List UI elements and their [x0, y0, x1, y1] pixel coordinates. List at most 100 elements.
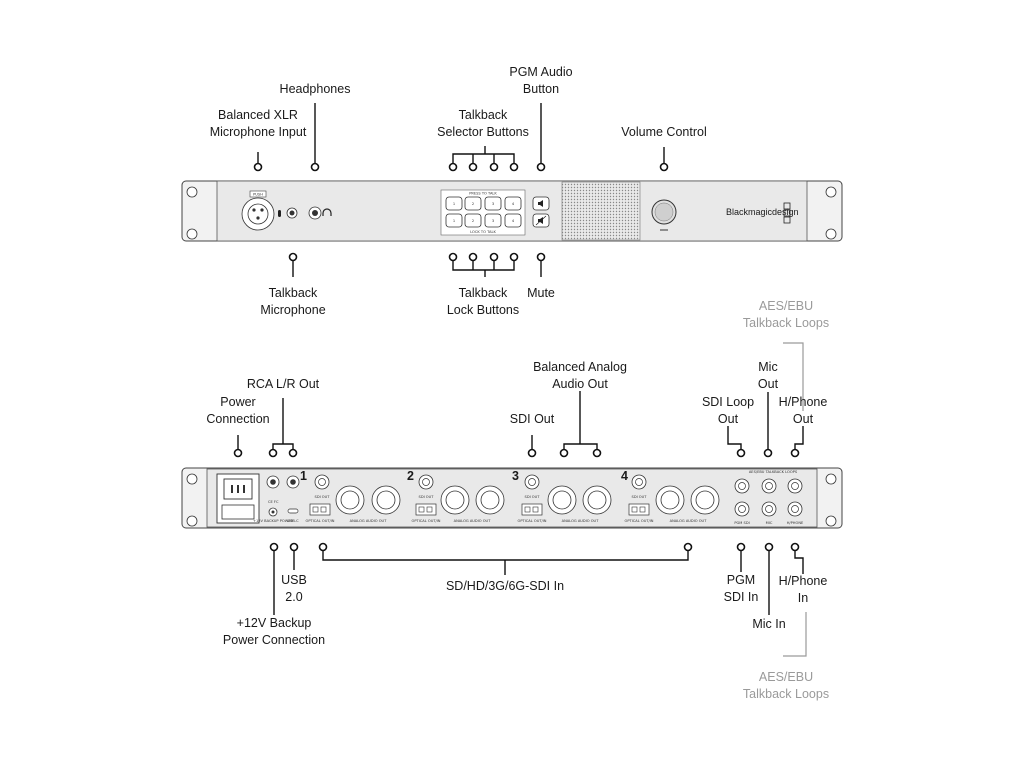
channel-4: 4 SDI OUT OPTICAL OUT/IN ANALOG AUDIO OU… [621, 469, 720, 523]
talkback-selector-button-4[interactable]: 4 [504, 196, 522, 211]
label-talkback-mic-1: Talkback [269, 286, 318, 300]
label-usb-1: USB [281, 573, 307, 587]
label-balanced-xlr-2: Microphone Input [210, 125, 307, 139]
label-volume-control: Volume Control [621, 125, 706, 139]
label-balanced-xlr-1: Balanced XLR [218, 108, 298, 122]
label-mic-out-1: Mic [758, 360, 777, 374]
label-talkback-lock-1: Talkback [459, 286, 508, 300]
talkback-lock-button-2-number: 2 [472, 219, 474, 223]
label-talkback-selector-1: Talkback [459, 108, 508, 122]
talkback-selector-button-2[interactable]: 2 [464, 196, 482, 211]
volume-knob[interactable] [651, 199, 677, 231]
label-aes-top-1: AES/EBU [759, 299, 813, 313]
channel-3-sdi-out-tag: SDI OUT [525, 495, 541, 499]
brand-name: Blackmagicdesign [726, 207, 799, 217]
talkback-selector-button-3[interactable]: 3 [484, 196, 502, 211]
label-aes-bottom-2: Talkback Loops [743, 687, 829, 701]
channel-1-sdi-out-tag: SDI OUT [315, 495, 331, 499]
channel-3-analog-tag: ANALOG AUDIO OUT [562, 519, 600, 523]
label-pgm-audio-2: Button [523, 82, 559, 96]
label-aes-bottom-1: AES/EBU [759, 670, 813, 684]
rear-callout-lines [237, 391, 804, 615]
talkback-selector-button-1[interactable]: 1 [445, 196, 463, 211]
channel-3-number: 3 [512, 469, 519, 483]
label-mute: Mute [527, 286, 555, 300]
talkback-lock-button-4[interactable]: 4 [504, 213, 522, 228]
press-to-talk-label: PRESS TO TALK [469, 192, 497, 196]
talkback-lock-button-1[interactable]: 1 [445, 213, 463, 228]
channel-1-optical-tag: OPTICAL OUT/IN [306, 519, 335, 523]
brand-logo: Blackmagicdesign [726, 202, 799, 224]
channel-2-sdi-out-tag: SDI OUT [419, 495, 435, 499]
front-callout-dots [253, 162, 669, 262]
talkback-lock-button-3[interactable]: 3 [484, 213, 502, 228]
label-talkback-mic-2: Microphone [260, 303, 325, 317]
label-mic-in: Mic In [752, 617, 785, 631]
label-sdi-loop-2: Out [718, 412, 739, 426]
label-power-2: Connection [206, 412, 269, 426]
headphone-jack [308, 206, 322, 220]
channel-2-number: 2 [407, 469, 414, 483]
usb-port: USB-C [287, 508, 299, 523]
label-power-1: Power [220, 395, 255, 409]
talkback-tag: AES/EBU TALKBACK LOOPS [749, 470, 798, 474]
label-hphone-in-1: H/Phone [779, 574, 828, 588]
label-hphone-out-1: H/Phone [779, 395, 828, 409]
usb-tag: USB-C [287, 519, 299, 523]
channel-1-number: 1 [300, 469, 307, 483]
talkback-selector-button-3-number: 3 [492, 202, 494, 206]
talkback-lock-button-1-number: 1 [453, 219, 455, 223]
label-backup-2: Power Connection [223, 633, 325, 647]
label-balanced-analog-2: Audio Out [552, 377, 608, 391]
speaker-icon [538, 200, 543, 207]
channel-3: 3 SDI OUT OPTICAL OUT/IN ANALOG AUDIO OU… [512, 469, 612, 523]
label-pgm-sdi-1: PGM [727, 573, 755, 587]
channel-4-analog-tag: ANALOG AUDIO OUT [670, 519, 708, 523]
xlr-input-connector: PUSH [241, 190, 275, 231]
channel-3-optical-tag: OPTICAL OUT/IN [518, 519, 547, 523]
talkback-selector-button-1-number: 1 [453, 202, 455, 206]
pgm-tag: PGM SDI [734, 521, 749, 525]
label-headphones: Headphones [280, 82, 351, 96]
headphones-icon [322, 208, 332, 216]
talkback-selector-button-4-number: 4 [512, 202, 515, 206]
label-aes-top-2: Talkback Loops [743, 316, 829, 330]
rca-out-right [286, 475, 300, 489]
front-callout-lines [257, 103, 665, 277]
cert-marks: CE FC [268, 500, 279, 504]
label-talkback-selector-2: Selector Buttons [437, 125, 529, 139]
label-talkback-lock-2: Lock Buttons [447, 303, 519, 317]
label-hphone-in-2: In [798, 591, 808, 605]
label-pgm-sdi-2: SDI In [724, 590, 759, 604]
label-sdi-loop-1: SDI Loop [702, 395, 754, 409]
channel-2-analog-tag: ANALOG AUDIO OUT [454, 519, 492, 523]
channel-1-analog-tag: ANALOG AUDIO OUT [350, 519, 388, 523]
label-pgm-audio-1: PGM Audio [509, 65, 572, 79]
rca-out-left [266, 475, 280, 489]
channel-2: 2 SDI OUT OPTICAL OUT/IN ANALOG AUDIO OU… [407, 469, 505, 523]
pgm-audio-button[interactable] [532, 196, 550, 211]
talkback-lock-button-4-number: 4 [512, 219, 515, 223]
channel-4-sdi-out-tag: SDI OUT [632, 495, 648, 499]
mute-button[interactable] [532, 213, 550, 228]
talkback-microphone [286, 207, 298, 219]
label-balanced-analog-1: Balanced Analog [533, 360, 627, 374]
aes-talkback-block: AES/EBU TALKBACK LOOPS PGM SDI MIC H/PHO… [734, 470, 804, 525]
channel-1: 1 SDI OUT OPTICAL OUT/IN ANALOG AUDIO OU… [300, 469, 401, 523]
backup-power-jack: +12V BACKUP POWER [253, 507, 294, 523]
push-label: PUSH [253, 193, 263, 197]
talkback-lock-button-2[interactable]: 2 [464, 213, 482, 228]
backup-tag: +12V BACKUP POWER [253, 519, 294, 523]
mic-symbol-icon [278, 210, 281, 217]
label-usb-2: 2.0 [285, 590, 302, 604]
talkback-selector-button-2-number: 2 [472, 202, 474, 206]
lock-to-talk-label: LOCK TO TALK [470, 230, 496, 234]
power-inlet [216, 473, 260, 524]
label-backup-1: +12V Backup [237, 616, 312, 630]
talkback-lock-button-3-number: 3 [492, 219, 494, 223]
channel-4-optical-tag: OPTICAL OUT/IN [625, 519, 654, 523]
label-hphone-out-2: Out [793, 412, 814, 426]
label-rca-out: RCA L/R Out [247, 377, 320, 391]
label-sdi-out: SDI Out [510, 412, 555, 426]
